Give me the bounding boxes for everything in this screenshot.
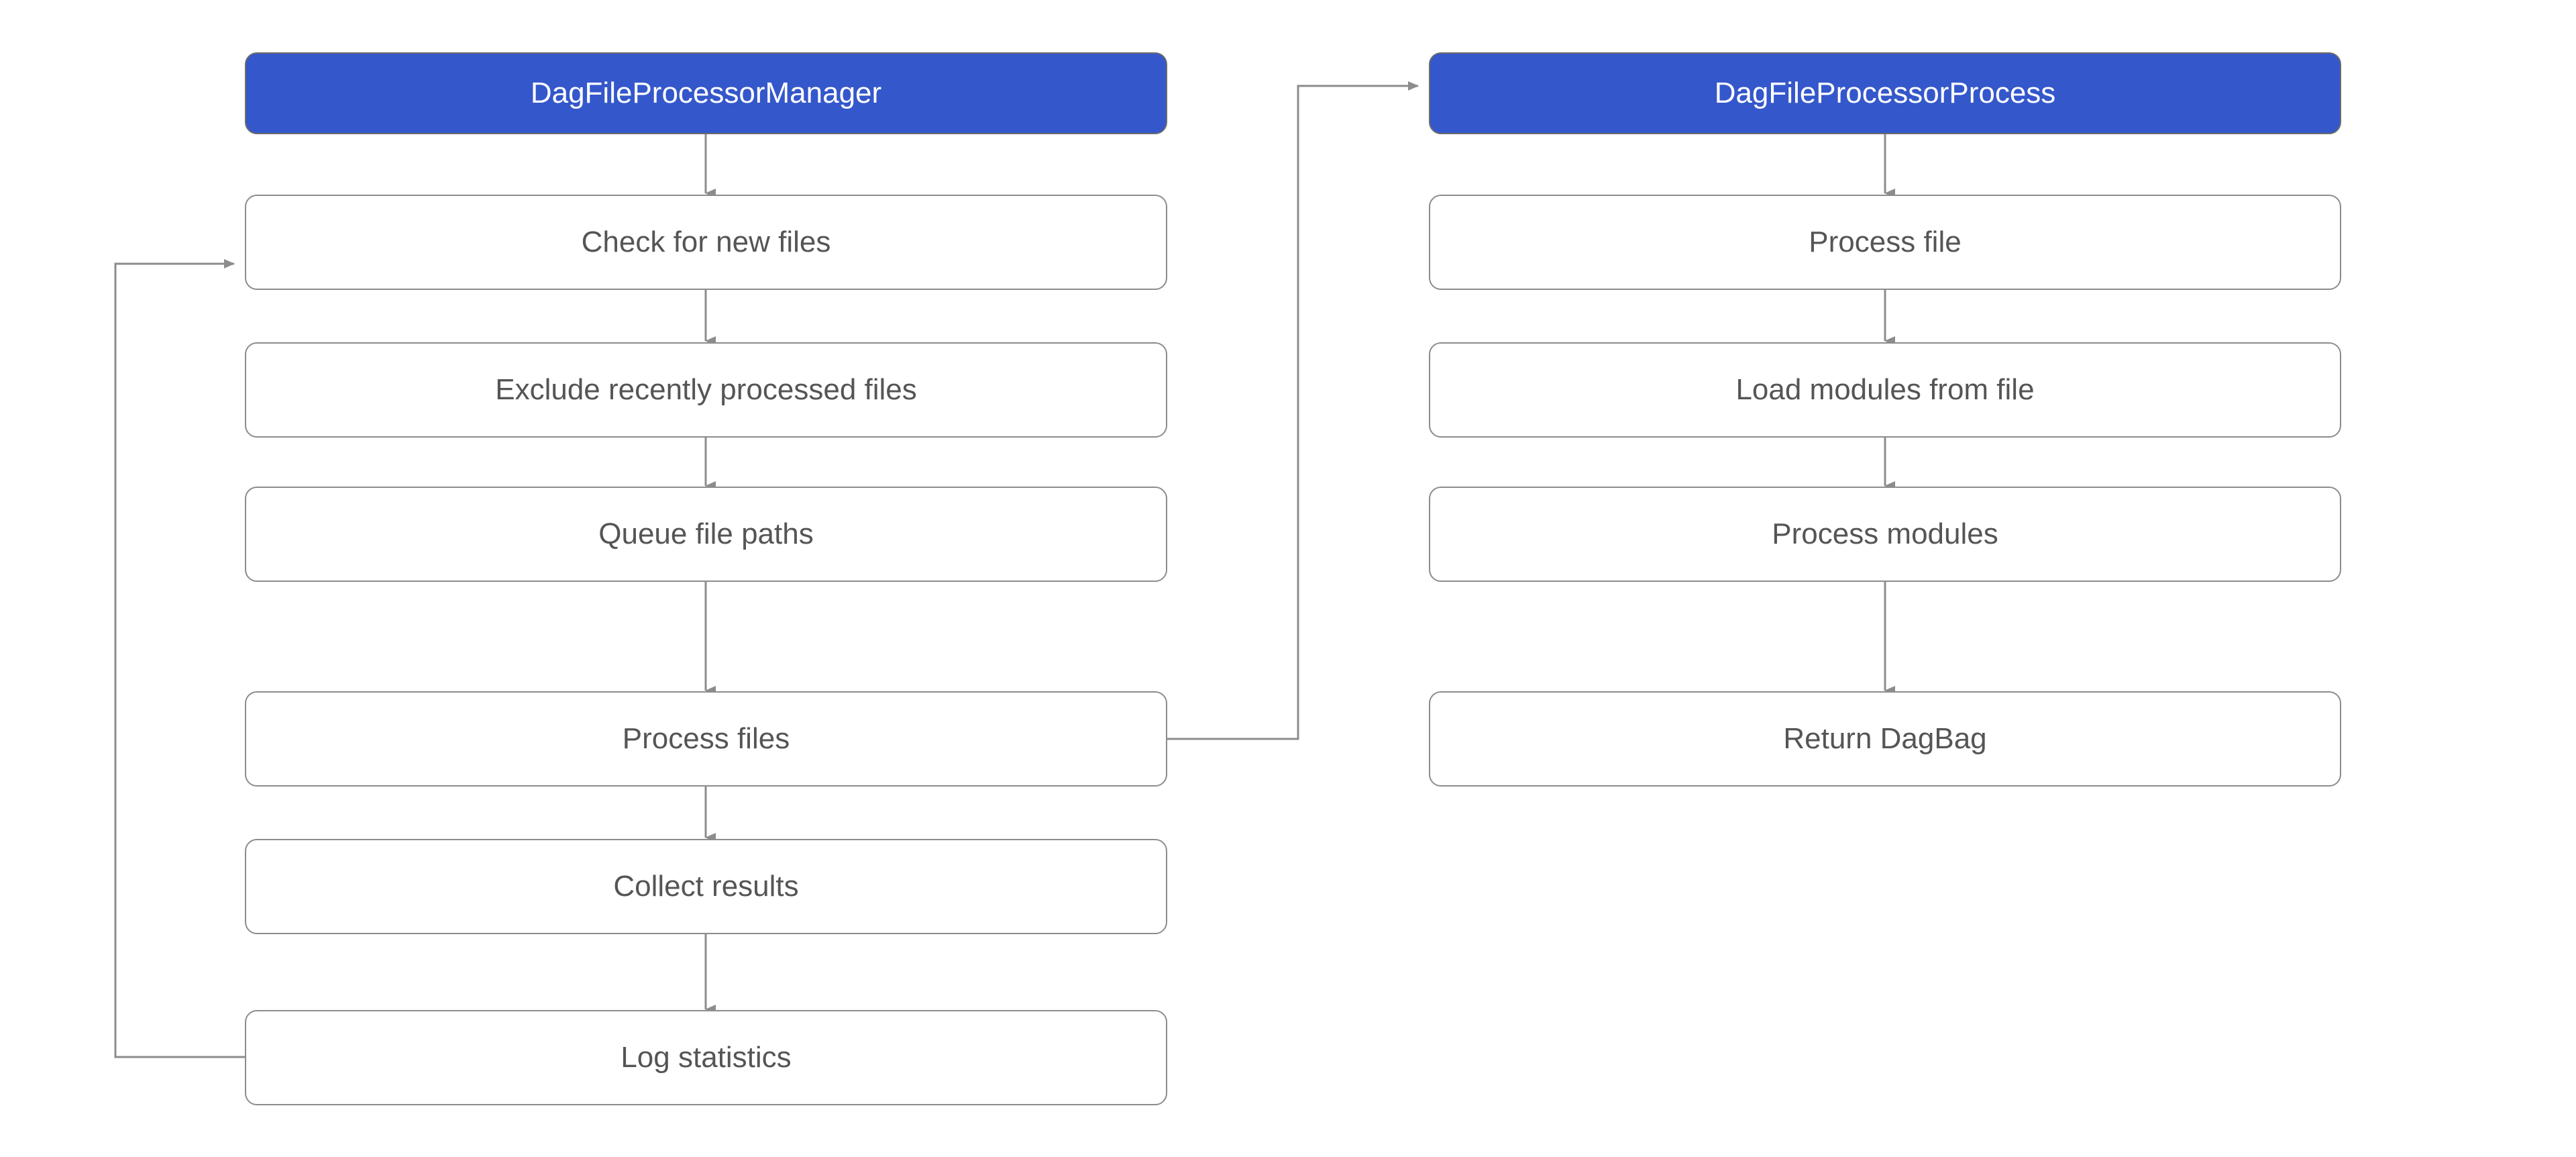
node-process-modules[interactable]: Process modules bbox=[1429, 487, 2341, 582]
node-label: Process modules bbox=[1772, 517, 1998, 550]
node-label: Load modules from file bbox=[1735, 372, 2035, 406]
node-process-file[interactable]: Process file bbox=[1429, 195, 2341, 290]
node-label: Return DagBag bbox=[1783, 721, 1987, 755]
node-load-modules-from-file[interactable]: Load modules from file bbox=[1429, 342, 2341, 438]
node-queue-file-paths[interactable]: Queue file paths bbox=[245, 487, 1167, 582]
node-log-statistics[interactable]: Log statistics bbox=[245, 1010, 1167, 1105]
node-label: Exclude recently processed files bbox=[495, 372, 917, 406]
node-label: Queue file paths bbox=[598, 517, 814, 550]
node-dagfileprocessorprocess[interactable]: DagFileProcessorProcess bbox=[1429, 52, 2341, 134]
node-dagfileprocessormanager[interactable]: DagFileProcessorManager bbox=[245, 52, 1167, 134]
node-label: Process files bbox=[622, 721, 790, 755]
node-label: Collect results bbox=[613, 869, 799, 903]
node-check-for-new-files[interactable]: Check for new files bbox=[245, 195, 1167, 290]
node-label: Log statistics bbox=[621, 1040, 792, 1074]
node-return-dagbag[interactable]: Return DagBag bbox=[1429, 691, 2341, 787]
node-label: DagFileProcessorManager bbox=[530, 76, 882, 109]
node-exclude-recently-processed-files[interactable]: Exclude recently processed files bbox=[245, 342, 1167, 438]
node-label: Check for new files bbox=[581, 225, 831, 258]
node-process-files[interactable]: Process files bbox=[245, 691, 1167, 787]
edge-process-files-to-processor-process bbox=[1167, 81, 1419, 740]
node-label: DagFileProcessorProcess bbox=[1714, 76, 2056, 109]
node-label: Process file bbox=[1809, 225, 1962, 258]
node-collect-results[interactable]: Collect results bbox=[245, 839, 1167, 934]
edge-log-to-check-loop bbox=[114, 259, 245, 1058]
